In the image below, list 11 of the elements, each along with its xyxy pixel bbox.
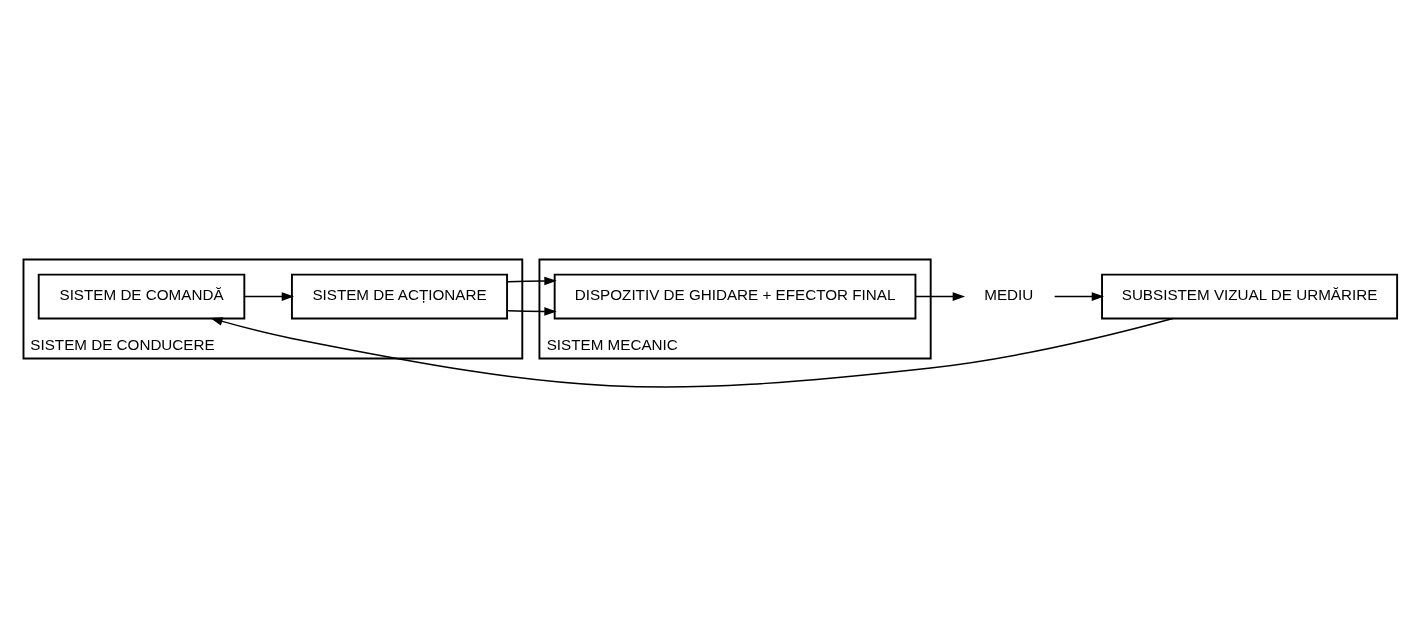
arrow xyxy=(1053,291,1105,301)
node-box: SISTEM DE COMANDĂ xyxy=(37,273,246,319)
arrow xyxy=(506,306,557,316)
arrow xyxy=(506,276,557,285)
node-text: MEDIU xyxy=(984,285,1034,303)
node-box: DISPOZITIV DE GHIDARE + EFECTOR FINAL xyxy=(553,273,917,319)
node-box: SISTEM DE ACȚIONARE xyxy=(291,273,508,319)
arrow xyxy=(210,316,1174,388)
node-box: SUBSISTEM VIZUAL DE URMĂRIRE xyxy=(1101,273,1399,319)
arrow xyxy=(915,291,966,301)
arrow xyxy=(243,291,295,301)
